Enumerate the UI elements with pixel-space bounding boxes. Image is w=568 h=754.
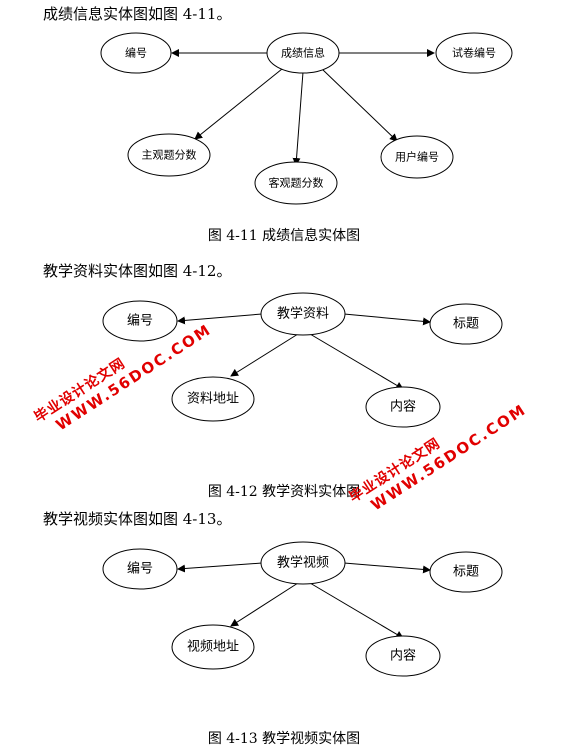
edge-to-id bbox=[177, 313, 263, 325]
entity-label: 教学资料 bbox=[277, 306, 329, 322]
attr-paper-id bbox=[435, 32, 513, 74]
section2-caption: 图 4-12 教学资料实体图 bbox=[207, 484, 361, 500]
attr-content bbox=[365, 386, 441, 428]
edge-to-title bbox=[343, 313, 431, 326]
er-diagram-teaching-video: 教学视频 编号 标题 视频地址 内容 bbox=[102, 541, 503, 677]
entity-label: 成绩信息 bbox=[281, 46, 325, 60]
attr-id bbox=[102, 300, 178, 342]
edge-to-id bbox=[177, 562, 263, 573]
entity-teaching-video bbox=[260, 541, 346, 585]
edge-to-content bbox=[309, 582, 404, 639]
attr-id bbox=[102, 548, 178, 590]
edge-to-subjective-score bbox=[194, 68, 283, 140]
edge-to-material-address bbox=[230, 333, 299, 377]
attr-label: 编号 bbox=[127, 314, 153, 329]
edge-to-user-id bbox=[321, 68, 398, 142]
attr-title bbox=[429, 303, 503, 345]
attr-label: 编号 bbox=[127, 562, 153, 577]
attr-label: 资料地址 bbox=[187, 392, 239, 407]
attr-label: 内容 bbox=[390, 648, 416, 664]
er-diagram-grade-info: 成绩信息 编号 试卷编号 主观题分数 客观题分数 用户编号 bbox=[100, 32, 513, 205]
section3-intro: 教学视频实体图如图 4-13。 bbox=[43, 510, 232, 528]
attr-title bbox=[429, 551, 503, 593]
er-diagram-teaching-material: 教学资料 编号 标题 资料地址 内容 bbox=[102, 292, 503, 428]
edge-to-objective-score bbox=[292, 71, 304, 166]
attr-video-address bbox=[171, 624, 255, 670]
attr-label: 标题 bbox=[453, 565, 479, 580]
attr-material-address bbox=[171, 376, 255, 422]
attr-id bbox=[100, 32, 172, 74]
attr-label: 内容 bbox=[390, 399, 416, 415]
attr-label: 编号 bbox=[125, 46, 147, 60]
attr-subjective-score bbox=[127, 133, 211, 177]
entity-teaching-material bbox=[260, 292, 346, 336]
section1-caption: 图 4-11 成绩信息实体图 bbox=[207, 228, 361, 244]
attr-content bbox=[365, 635, 441, 677]
attr-user-id bbox=[380, 135, 454, 179]
attr-label: 主观题分数 bbox=[142, 149, 197, 162]
attr-label: 标题 bbox=[453, 317, 479, 332]
section1-intro: 成绩信息实体图如图 4-11。 bbox=[43, 5, 232, 23]
section3-caption: 图 4-13 教学视频实体图 bbox=[207, 731, 361, 747]
attr-label: 试卷编号 bbox=[452, 46, 496, 60]
attr-label: 客观题分数 bbox=[269, 176, 324, 190]
entity-grade-info bbox=[266, 32, 340, 74]
attr-objective-score bbox=[254, 161, 338, 205]
attr-label: 用户编号 bbox=[395, 150, 439, 164]
edge-to-video-address bbox=[230, 582, 299, 627]
section2-intro: 教学资料实体图如图 4-12。 bbox=[43, 262, 232, 280]
edge-to-content bbox=[309, 333, 404, 390]
entity-label: 教学视频 bbox=[277, 555, 329, 571]
attr-label: 视频地址 bbox=[187, 640, 239, 655]
edge-to-title bbox=[343, 562, 431, 574]
